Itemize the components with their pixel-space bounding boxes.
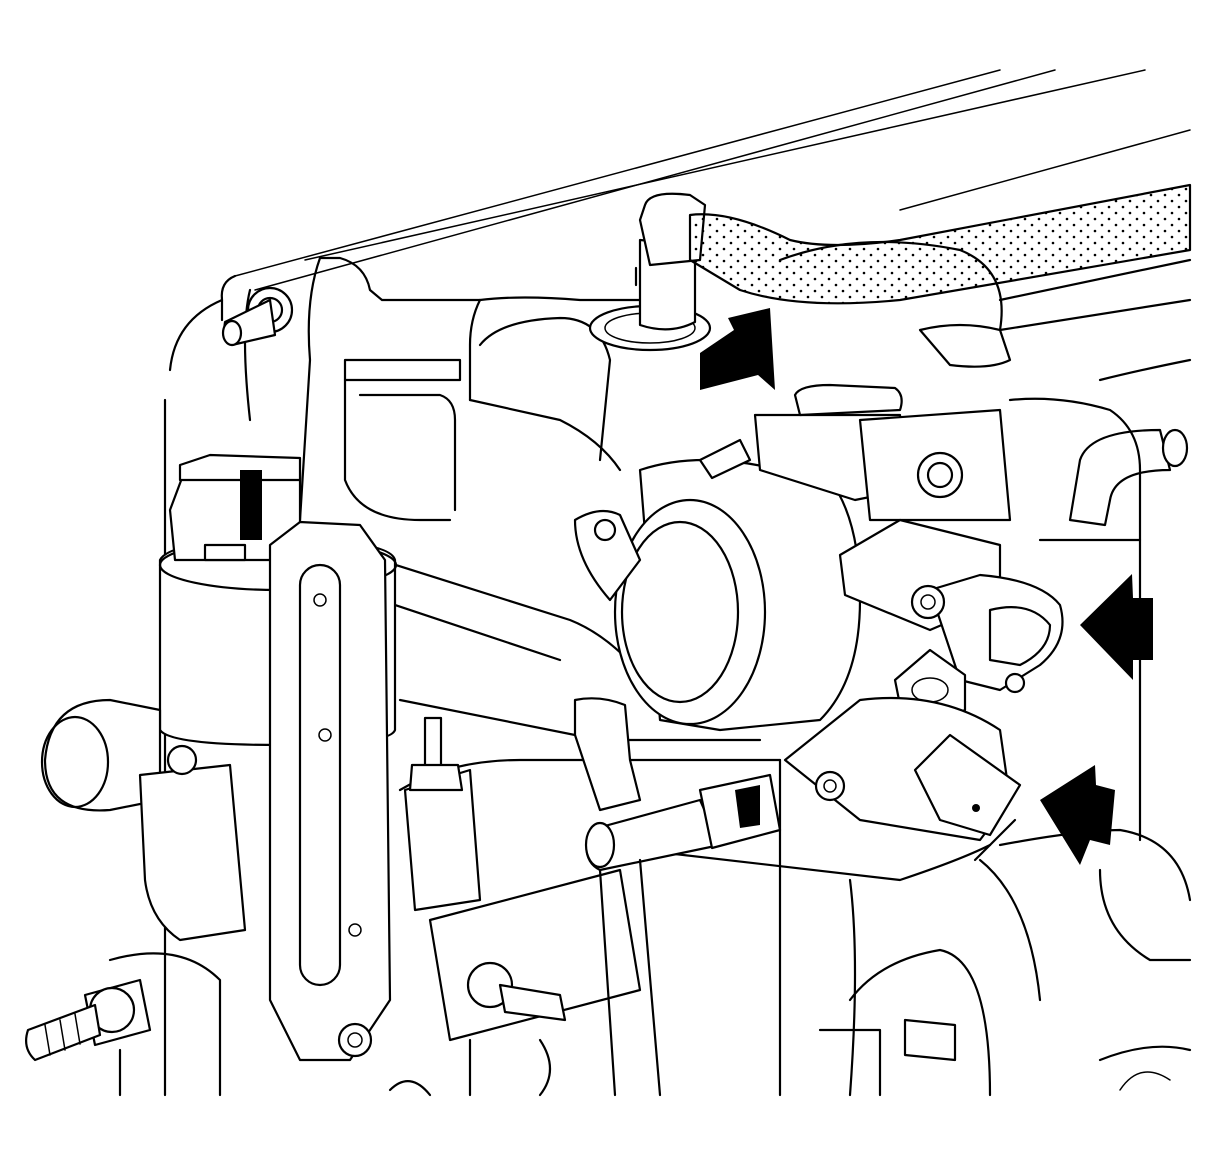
intake-manifold-lower: [638, 758, 1192, 1097]
throttle-position-sensor: [838, 518, 1064, 727]
callout-arrow-icon: [1080, 574, 1153, 680]
lower-fittings: [388, 697, 782, 1097]
pcv-fitting: [588, 192, 712, 352]
throttle-body: [573, 383, 1012, 732]
callout-arrow-icon: [1040, 765, 1115, 865]
coolant-housing: [25, 698, 247, 1097]
vacuum-tube: [1008, 397, 1189, 842]
breather-hose: [688, 183, 1192, 305]
cam-cover: [163, 69, 1191, 1097]
mount-stud-upper: [221, 286, 294, 347]
idle-air-control-valve: [783, 696, 1022, 862]
mounting-bracket: [268, 520, 392, 1062]
callout-arrow-icon: [700, 308, 775, 390]
